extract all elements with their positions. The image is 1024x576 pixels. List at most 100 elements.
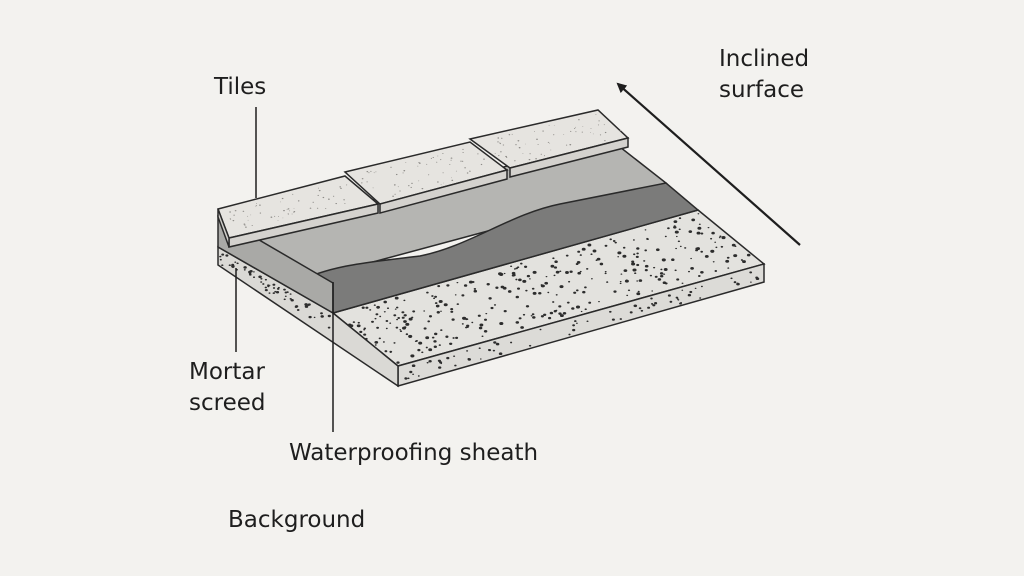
speckle-dot — [462, 148, 464, 150]
speckle-dot — [451, 318, 455, 321]
speckle-dot — [578, 119, 580, 121]
speckle-dot — [591, 278, 593, 280]
speckle-dot — [677, 240, 681, 243]
speckle-dot — [293, 207, 295, 209]
speckle-dot — [579, 254, 582, 256]
speckle-dot — [569, 144, 572, 146]
speckle-dot — [318, 189, 321, 192]
speckle-dot — [520, 326, 524, 329]
speckle-dot — [552, 301, 555, 303]
speckle-dot — [733, 254, 738, 258]
speckle-dot — [515, 278, 518, 281]
speckle-dot — [599, 262, 604, 266]
speckle-dot — [426, 163, 428, 165]
speckle-dot — [450, 159, 452, 161]
speckle-dot — [405, 322, 410, 326]
speckle-dot — [375, 171, 377, 173]
speckle-dot — [461, 160, 464, 162]
speckle-dot — [721, 236, 726, 240]
speckle-dot — [571, 307, 575, 310]
speckle-dot — [492, 349, 496, 352]
speckle-dot — [691, 218, 696, 222]
speckle-dot — [440, 183, 442, 185]
mortar-label-line2: screed — [189, 390, 266, 416]
speckle-dot — [522, 153, 524, 155]
speckle-dot — [251, 225, 253, 226]
speckle-dot — [632, 268, 637, 272]
speckle-dot — [403, 299, 406, 302]
speckle-dot — [636, 292, 641, 296]
speckle-dot — [451, 177, 453, 179]
speckle-dot — [320, 315, 324, 318]
speckle-dot — [428, 360, 432, 363]
speckle-dot — [490, 306, 494, 310]
speckle-dot — [604, 272, 607, 275]
speckle-dot — [497, 137, 500, 139]
speckle-dot — [462, 316, 467, 320]
speckle-dot — [467, 358, 470, 360]
speckle-dot — [436, 161, 438, 163]
speckle-dot — [499, 143, 502, 145]
speckle-dot — [669, 300, 673, 303]
speckle-dot — [437, 181, 439, 183]
speckle-dot — [655, 248, 660, 252]
speckle-dot — [456, 281, 459, 284]
speckle-dot — [718, 236, 721, 239]
speckle-dot — [255, 205, 256, 207]
speckle-dot — [499, 321, 504, 326]
speckle-dot — [590, 131, 592, 133]
speckle-dot — [596, 257, 601, 261]
speckle-dot — [287, 208, 290, 210]
speckle-dot — [562, 311, 567, 315]
speckle-dot — [495, 286, 499, 289]
speckle-dot — [396, 361, 400, 364]
speckle-dot — [247, 219, 249, 221]
speckle-dot — [576, 261, 581, 264]
speckle-dot — [650, 303, 654, 305]
speckle-dot — [677, 299, 680, 301]
speckle-dot — [427, 320, 431, 323]
speckle-dot — [522, 279, 527, 283]
speckle-dot — [234, 261, 237, 263]
speckle-dot — [277, 286, 280, 289]
speckle-dot — [664, 235, 667, 238]
speckle-dot — [465, 326, 468, 329]
speckle-dot — [740, 259, 744, 261]
waterproofing-sheath-layer — [293, 182, 700, 314]
speckle-dot — [730, 277, 733, 280]
speckle-dot — [399, 190, 401, 192]
speckle-dot — [325, 208, 327, 210]
speckle-dot — [497, 141, 499, 143]
speckle-dot — [574, 320, 577, 323]
speckle-dot — [449, 342, 453, 345]
speckle-dot — [563, 134, 565, 135]
tile-3 — [468, 109, 630, 178]
speckle-dot — [525, 289, 528, 292]
speckle-dot — [543, 155, 546, 157]
speckle-dot — [606, 281, 609, 283]
speckle-dot — [356, 324, 361, 328]
speckle-dot — [284, 291, 288, 294]
speckle-dot — [629, 311, 633, 314]
speckle-dot — [438, 366, 442, 369]
speckle-dot — [363, 333, 367, 336]
speckle-dot — [553, 274, 556, 277]
speckle-dot — [434, 302, 438, 305]
speckle-dot — [555, 309, 558, 312]
speckle-dot — [609, 310, 612, 313]
speckle-dot — [631, 260, 635, 263]
speckle-dot — [262, 283, 265, 285]
speckle-dot — [335, 203, 337, 205]
speckle-dot — [234, 210, 237, 212]
speckle-dot — [636, 263, 640, 267]
speckle-dot — [483, 158, 485, 160]
speckle-dot — [371, 320, 374, 323]
speckle-dot — [574, 126, 576, 128]
speckle-dot — [361, 178, 364, 180]
speckle-dot — [725, 259, 730, 263]
speckle-dot — [559, 314, 564, 318]
speckle-dot — [525, 143, 526, 145]
speckle-dot — [366, 171, 369, 173]
speckle-dot — [727, 267, 730, 269]
speckle-dot — [619, 318, 623, 320]
